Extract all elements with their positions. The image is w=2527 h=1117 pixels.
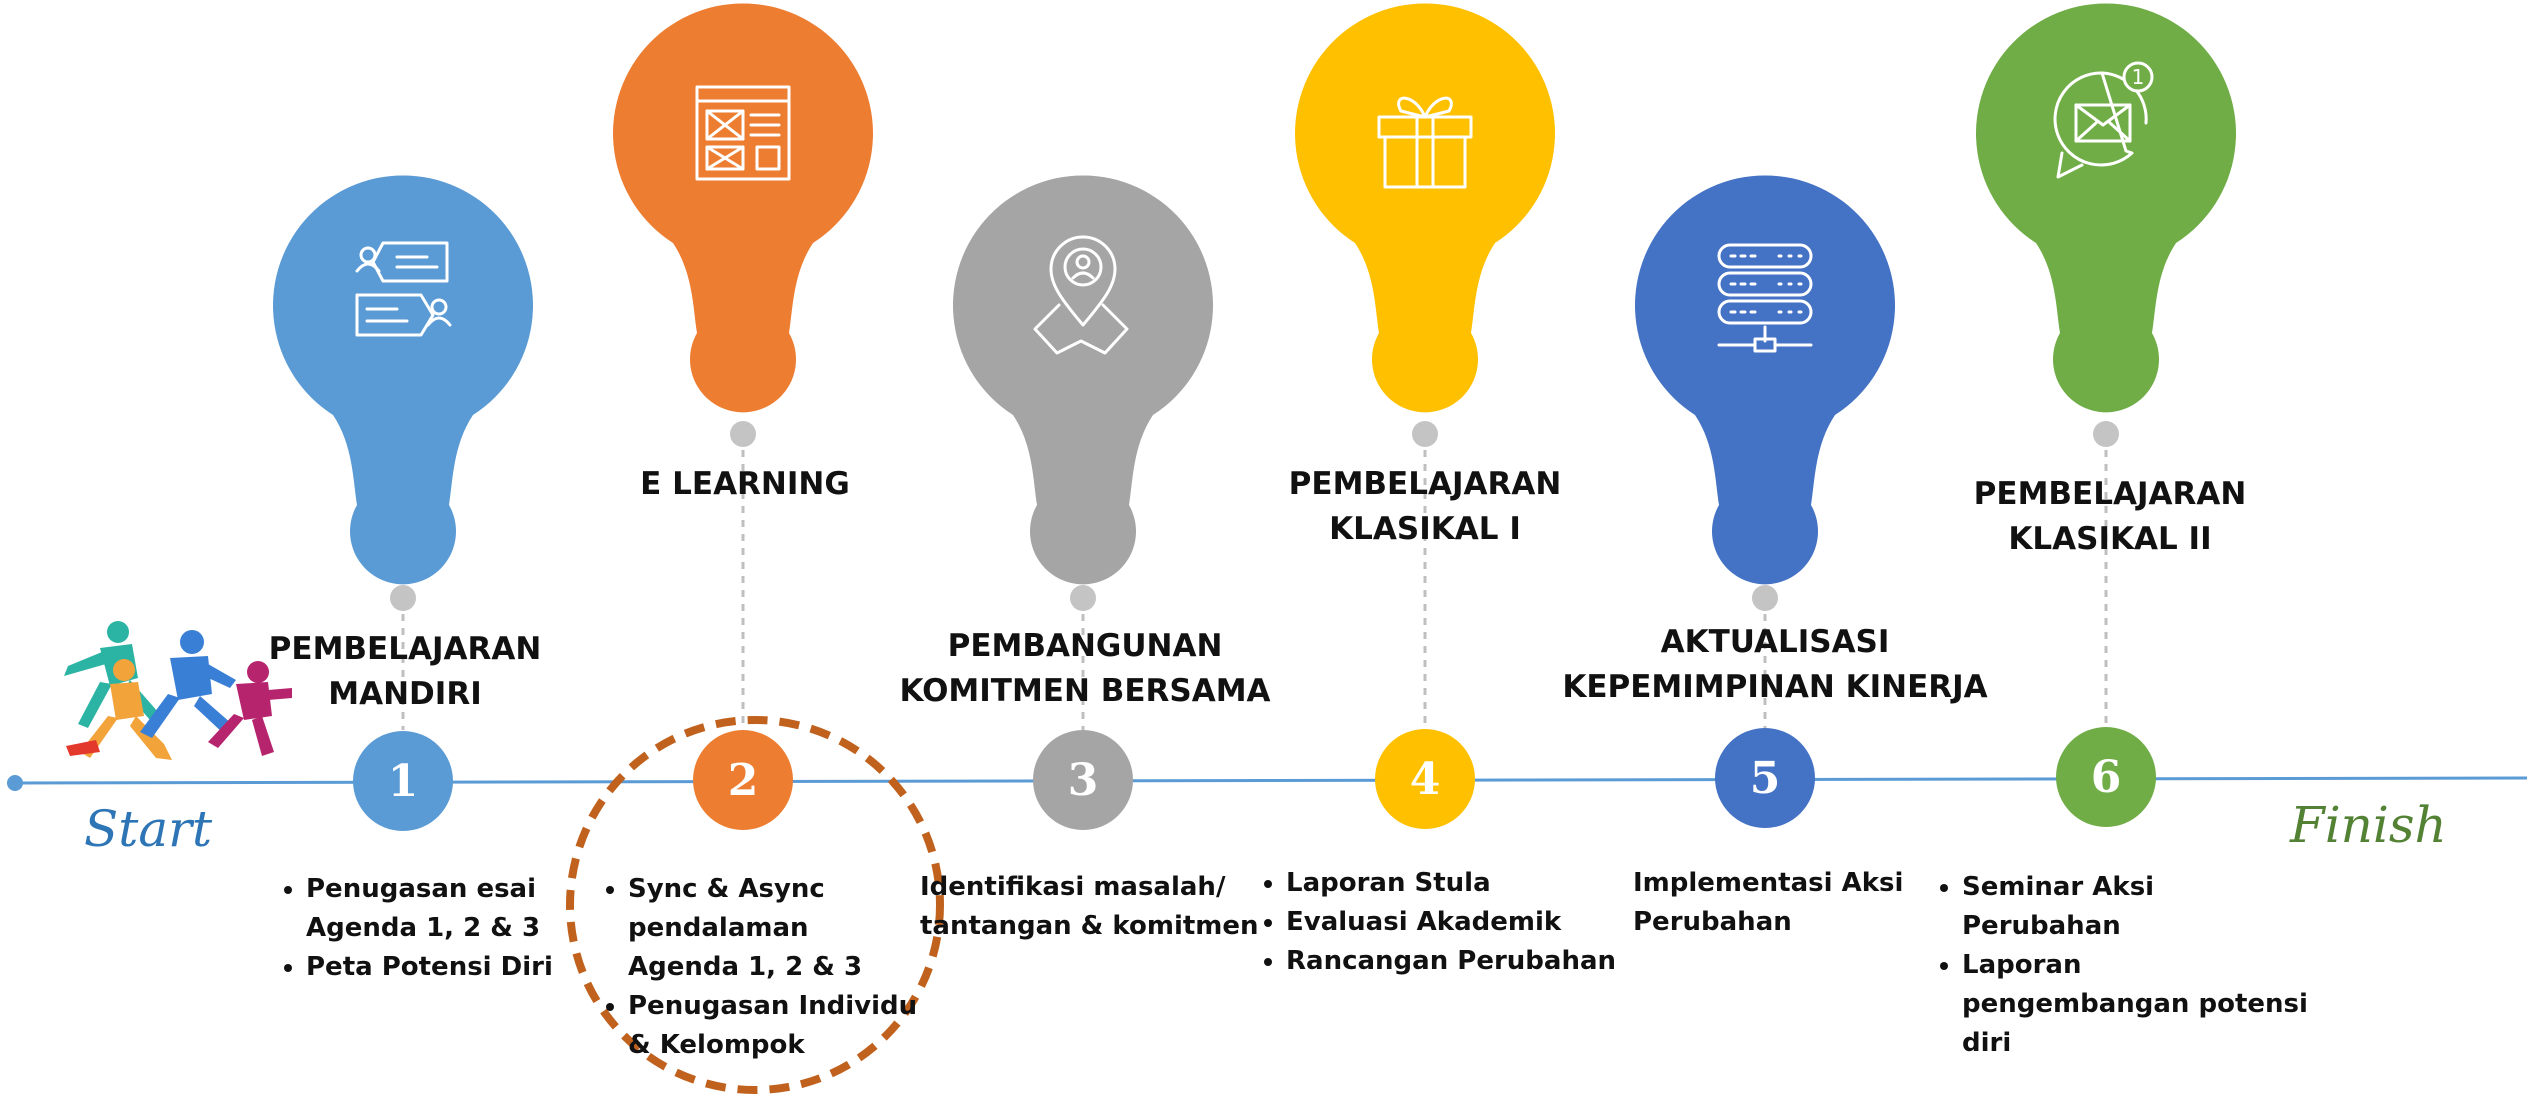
start-label: Start [84,800,213,858]
stage-6-item: Laporan pengembangan potensi diri [1962,946,2312,1063]
mail-notification-icon: 1 [2053,61,2154,179]
stage-4: 4 [1294,3,1555,829]
stage-6-number: 6 [2091,752,2122,803]
stage-3-balloon [953,175,1213,585]
svg-text:1: 1 [2132,65,2145,89]
webpage-layout-icon [695,85,791,181]
stage-1-balloon [273,175,533,585]
finish-label: Finish [2290,796,2447,854]
stage-1-description: Penugasan esai Agenda 1, 2 & 3 Peta Pote… [266,870,566,987]
stage-5-anchor-dot [1752,585,1778,611]
stage-5: 5 [1635,175,1895,828]
stage-2-item: Sync & Async pendalaman Agenda 1, 2 & 3 [628,870,918,987]
stage-1-node [353,731,453,831]
map-pin-person-icon [1033,235,1129,355]
stage-4-item: Rancangan Perubahan [1286,942,1626,981]
stage-4-node [1375,729,1475,829]
stage-4-description: Laporan Stula Evaluasi Akademik Rancanga… [1246,864,1626,981]
stage-2: 2 [566,3,944,1094]
server-icon [1717,243,1813,353]
stage-2-anchor-dot [730,421,756,447]
stage-5-balloon [1635,175,1895,585]
stage-6-node [2056,727,2156,827]
gift-icon [1377,96,1473,189]
chat-people-icon [355,241,452,337]
stage-1: 1 [273,175,533,831]
runners-illustration [64,621,292,760]
stage-4-title: PEMBELAJARAN KLASIKAL I [1288,466,1562,547]
stage-3-node [1033,730,1133,830]
stage-5-text: Implementasi Aksi Perubahan [1633,868,1904,937]
stage-4-item: Laporan Stula [1286,864,1626,903]
stage-4-balloon [1294,3,1555,413]
stage-6-balloon [1976,3,2236,413]
stage-1-title: PEMBELAJARAN MANDIRI [268,631,542,712]
highlight-ring [566,716,944,1094]
stage-2-balloon [613,3,873,413]
stage-3: 3 [953,175,1213,830]
stage-1-anchor-dot [390,585,416,611]
timeline-start-dot [7,775,23,791]
stage-5-title: AKTUALISASI KEPEMIMPINAN KINERJA [1562,624,1988,705]
stage-6-item: Seminar Aksi Perubahan [1962,868,2312,946]
stage-2-description: Sync & Async pendalaman Agenda 1, 2 & 3 … [588,870,918,1065]
stage-2-title: E LEARNING [640,466,850,502]
stage-6-anchor-dot [2093,421,2119,447]
stage-5-node [1715,728,1815,828]
stage-5-description: Implementasi Aksi Perubahan [1633,864,1933,942]
stage-2-item: Penugasan Individu & Kelompok [628,987,918,1065]
stage-1-number: 1 [388,756,419,807]
stage-1-item: Peta Potensi Diri [306,948,566,987]
stage-2-node [693,730,793,830]
stage-6-description: Seminar Aksi Perubahan Laporan pengemban… [1922,868,2312,1063]
stage-5-number: 5 [1750,753,1781,804]
stage-3-description: Identifikasi masalah/ tantangan & komitm… [920,868,1260,946]
stage-1-item: Penugasan esai Agenda 1, 2 & 3 [306,870,566,948]
stage-3-text: Identifikasi masalah/ tantangan & komitm… [920,872,1259,941]
stage-4-item: Evaluasi Akademik [1286,903,1626,942]
stage-3-number: 3 [1068,755,1099,806]
stage-6: 16 [1976,3,2236,827]
stage-4-number: 4 [1410,754,1441,805]
stage-3-title: PEMBANGUNAN KOMITMEN BERSAMA [899,628,1271,709]
stage-2-number: 2 [728,755,759,806]
stage-4-anchor-dot [1412,421,1438,447]
stage-3-anchor-dot [1070,585,1096,611]
stage-6-title: PEMBELAJARAN KLASIKAL II [1973,476,2247,557]
